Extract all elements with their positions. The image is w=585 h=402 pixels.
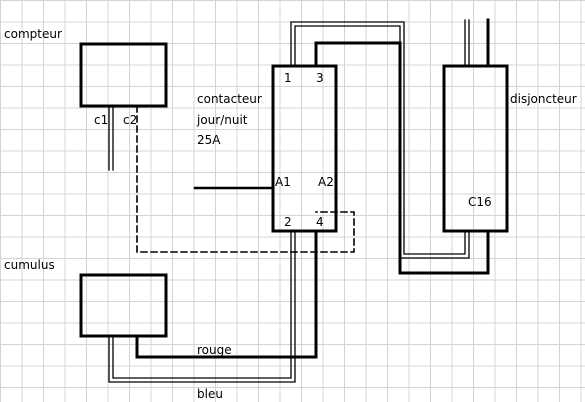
compteur-box [79, 42, 168, 108]
terminal-2-label: 2 [284, 215, 292, 229]
terminal-a2-label: A2 [318, 175, 334, 189]
terminal-a1-label: A1 [275, 175, 291, 189]
rouge-wire [135, 229, 318, 359]
c1-lead [108, 105, 114, 171]
terminal-4-label: 4 [316, 215, 324, 229]
disjoncteur-box [442, 64, 509, 233]
c1-label: c1 [94, 113, 108, 127]
phase-wire-3 [314, 41, 490, 275]
c2-label: c2 [123, 113, 137, 127]
bleu-label: bleu [197, 387, 223, 401]
bleu-wire [108, 230, 296, 383]
terminal-1-label: 1 [284, 71, 292, 85]
c16-label: C16 [468, 195, 492, 209]
dashed-command-wire [136, 105, 355, 253]
compteur-label: compteur [4, 27, 62, 41]
terminal-3-label: 3 [316, 71, 324, 85]
rating-label: 25A [197, 133, 221, 147]
cumulus-label: cumulus [4, 258, 55, 272]
rouge-label: rouge [197, 343, 232, 357]
contacteur-label: contacteur [197, 92, 262, 106]
disjoncteur-neutral-lead [464, 19, 470, 67]
cumulus-box [79, 273, 168, 338]
disjoncteur-label: disjoncteur [510, 92, 577, 106]
jour-nuit-label: jour/nuit [196, 113, 248, 127]
contacteur-box [271, 64, 338, 233]
